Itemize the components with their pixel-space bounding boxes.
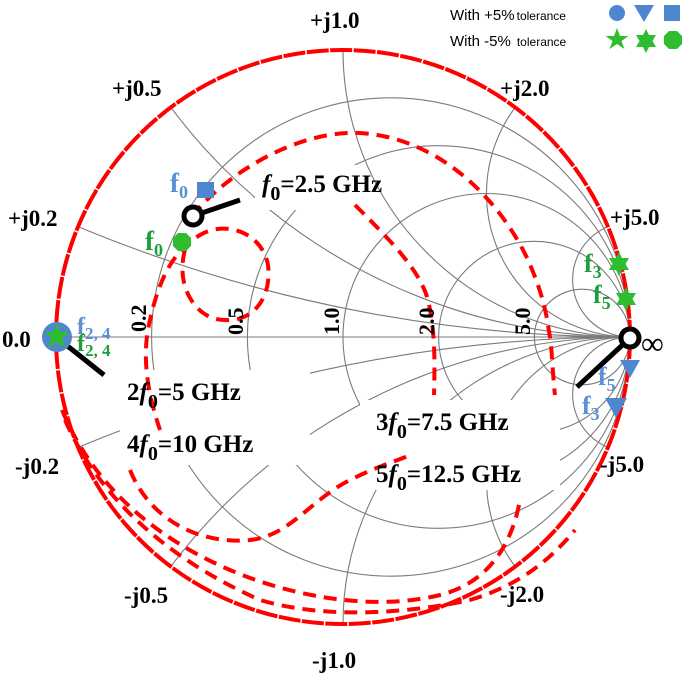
- legend-plus5-label: With +5%tolerance: [450, 7, 566, 24]
- annotation-f0: f0=2.5 GHz: [262, 171, 382, 205]
- label-r10: 1.0: [319, 308, 344, 336]
- label-f0-plus5: f0: [170, 168, 188, 202]
- impedance-traces: [60, 130, 577, 615]
- annotation-4f0: 4f0=10 GHz: [127, 431, 253, 465]
- annotation-2f0: 2f0=5 GHz: [127, 379, 241, 413]
- grid-masks: [120, 165, 560, 490]
- trace-lower-sweep-1: [63, 419, 577, 615]
- reactance-arc-plus-2.0: [485, 50, 630, 338]
- frequency-annotations: f0=2.5 GHz 2f0=5 GHz 4f0=10 GHz 3f0=7.5 …: [127, 171, 521, 495]
- label-nj10: -j1.0: [312, 648, 356, 673]
- markers: [42, 182, 640, 418]
- marker-labels: f0 f0 f2, 4 f2, 4 f3 f5 f5 f3: [77, 168, 616, 424]
- label-pj20: +j2.0: [500, 76, 550, 101]
- reactance-arc-minus-0.2: [56, 336, 630, 624]
- trace-lower-left: [128, 453, 411, 543]
- label-pj02: +j0.2: [8, 206, 58, 231]
- label-f0-minus5: f0: [145, 226, 163, 260]
- legend-triangle-down-icon: [634, 5, 654, 22]
- marker-f3-minus5-star6-icon: [609, 252, 629, 276]
- label-r20: 2.0: [414, 308, 439, 336]
- marker-f5-minus5-star6-icon: [616, 287, 636, 311]
- marker-f0-minus5-octagon-icon: [173, 233, 191, 251]
- label-nj20: -j2.0: [500, 582, 544, 607]
- legend-circle-icon: [609, 5, 625, 21]
- label-pj10: +j1.0: [310, 8, 360, 33]
- marker-f3-plus5-triangle-icon: [605, 398, 627, 418]
- annotation-3f0: 3f0=7.5 GHz: [376, 409, 509, 443]
- trace-lower-sweep-2: [60, 409, 522, 604]
- resistance-labels: 0.2 0.5 1.0 2.0 5.0: [126, 305, 535, 336]
- annotation-5f0: 5f0=12.5 GHz: [376, 461, 521, 495]
- marker-f24-minus5-star-icon: [44, 323, 70, 348]
- label-nj05: -j0.5: [124, 583, 168, 608]
- reactance-labels: +j1.0 +j0.5 +j2.0 +j0.2 +j5.0 0.0 ∞ -j0.…: [2, 8, 664, 673]
- resistance-circle-0.5: [246, 145, 630, 529]
- label-nj02: -j0.2: [15, 454, 59, 479]
- legend-square-icon: [664, 5, 680, 21]
- label-r05: 0.5: [223, 308, 248, 336]
- label-r50: 5.0: [510, 308, 535, 336]
- trace-mid-right: [353, 203, 437, 396]
- label-f3-plus5: f3: [582, 391, 600, 424]
- legend-star-icon: [605, 28, 629, 49]
- legend-minus5-label: With -5%tolerance: [450, 33, 567, 50]
- legend: With +5%tolerance With -5%tolerance: [450, 5, 682, 53]
- label-f3-minus5: f3: [584, 249, 602, 282]
- label-f24-plus5: f2, 4: [77, 314, 111, 343]
- trace-upper-arc: [190, 130, 557, 396]
- label-f5-plus5: f5: [598, 362, 616, 395]
- label-pj50: +j5.0: [610, 205, 660, 230]
- legend-octagon-icon: [664, 31, 682, 49]
- trace-small-loop: [143, 226, 271, 431]
- pointer-f0-ring: [181, 204, 205, 228]
- label-nj50: -j5.0: [600, 452, 644, 477]
- label-f5-minus5: f5: [593, 280, 611, 313]
- label-f24-minus5: f2, 4: [77, 331, 111, 360]
- label-r02: 0.2: [126, 305, 151, 333]
- pointer-inf-stick: [575, 336, 632, 389]
- label-inf: ∞: [641, 325, 664, 361]
- label-pj05: +j0.5: [112, 76, 162, 101]
- legend-star6-icon: [636, 29, 656, 53]
- label-zero: 0.0: [2, 327, 31, 352]
- marker-f5-plus5-triangle-icon: [620, 360, 640, 378]
- pointer-inf-ring: [618, 326, 642, 350]
- marker-f0-plus5-square-icon: [197, 182, 214, 198]
